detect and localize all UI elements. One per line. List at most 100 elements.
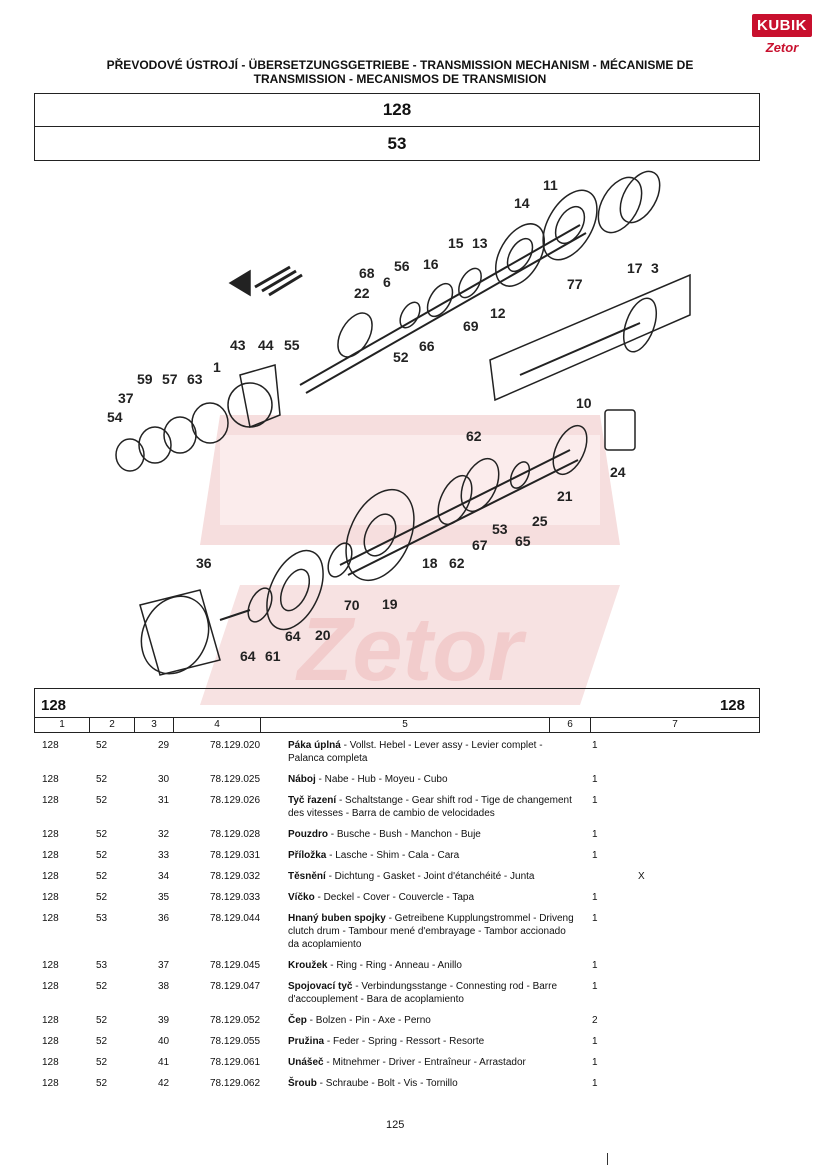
table-cell: 78.129.020 xyxy=(210,740,261,751)
page-title: PŘEVODOVÉ ÚSTROJÍ - ÜBERSETZUNGSGETRIEBE… xyxy=(60,58,740,86)
table-cell: 52 xyxy=(96,850,108,861)
note-cell xyxy=(628,1077,698,1090)
table-cell: 78.129.045 xyxy=(210,960,261,971)
note-cell xyxy=(628,980,698,1006)
callout-label: 15 xyxy=(448,235,464,251)
part-description: Těsnění - Dichtung - Gasket - Joint d'ét… xyxy=(288,870,580,883)
column-header: 6 xyxy=(550,718,591,732)
part-translations: - Getreibene Kupplungstrommel - Driveng … xyxy=(288,913,574,950)
group-header-box: 128 53 xyxy=(34,93,760,161)
part-name: Páka úplná xyxy=(288,740,341,751)
part-description: Páka úplná - Vollst. Hebel - Lever assy … xyxy=(288,739,580,765)
table-cell: 52 xyxy=(96,774,108,785)
table-group-right: 128 xyxy=(719,697,745,714)
table-cell: 78.129.026 xyxy=(210,795,261,806)
part-name: Unášeč xyxy=(288,1057,324,1068)
callout-label: 16 xyxy=(423,256,439,272)
callout-label: 11 xyxy=(543,177,558,193)
callout-label: 18 xyxy=(422,555,438,571)
quantity-cell: 1 xyxy=(592,960,598,971)
part-description: Spojovací tyč - Verbindungsstange - Conn… xyxy=(288,980,580,1006)
callout-label: 44 xyxy=(258,337,274,353)
table-cell: 78.129.052 xyxy=(210,1015,261,1026)
table-cell: 78.129.055 xyxy=(210,1036,261,1047)
table-cell: 128 xyxy=(42,913,59,924)
part-description: Šroub - Schraube - Bolt - Vis - Tornillo xyxy=(288,1077,580,1090)
table-cell: 128 xyxy=(42,850,59,861)
table-cell: 128 xyxy=(42,1078,59,1089)
table-cell: 128 xyxy=(42,960,59,971)
quantity-cell: 1 xyxy=(592,981,598,992)
table-cell: 30 xyxy=(158,774,170,785)
callout-label: 62 xyxy=(449,555,465,571)
quantity-cell: 1 xyxy=(592,829,598,840)
table-cell: 128 xyxy=(42,740,59,751)
table-cell: 128 xyxy=(42,871,59,882)
part-description: Pouzdro - Busche - Bush - Manchon - Buje xyxy=(288,828,580,841)
callout-label: 17 xyxy=(627,260,643,276)
table-header: 128 128 1 2 3 4 5 6 7 xyxy=(34,688,760,733)
table-cell: 42 xyxy=(158,1078,170,1089)
table-cell: 52 xyxy=(96,795,108,806)
callout-label: 62 xyxy=(466,428,482,444)
part-translations: - Dichtung - Gasket - Joint d'étanchéité… xyxy=(325,871,535,882)
part-translations: - Lasche - Shim - Cala - Cara xyxy=(326,850,460,861)
part-translations: - Bolzen - Pin - Axe - Perno xyxy=(306,1015,431,1026)
callout-label: 13 xyxy=(472,235,488,251)
column-header: 5 xyxy=(261,718,550,732)
part-translations: - Schraube - Bolt - Vis - Tornillo xyxy=(316,1078,458,1089)
note-cell xyxy=(628,794,698,820)
note-cell xyxy=(628,739,698,765)
table-cell: 78.129.033 xyxy=(210,892,261,903)
column-header: 4 xyxy=(174,718,261,732)
note-cell xyxy=(628,849,698,862)
table-cell: 52 xyxy=(96,740,108,751)
callout-label: 19 xyxy=(382,596,398,612)
callout-label: 54 xyxy=(107,409,123,425)
callout-label: 22 xyxy=(354,285,370,301)
part-description: Unášeč - Mitnehmer - Driver - Entraîneur… xyxy=(288,1056,580,1069)
note-cell xyxy=(628,1056,698,1069)
part-translations: - Nabe - Hub - Moyeu - Cubo xyxy=(315,774,448,785)
callout-label: 69 xyxy=(463,318,479,334)
callout-label: 63 xyxy=(187,371,203,387)
callout-label: 1 xyxy=(213,359,221,375)
table-cell: 35 xyxy=(158,892,170,903)
note-cell xyxy=(628,1035,698,1048)
part-description: Víčko - Deckel - Cover - Couvercle - Tap… xyxy=(288,891,580,904)
table-cell: 128 xyxy=(42,1057,59,1068)
table-cell: 128 xyxy=(42,981,59,992)
callout-label: 14 xyxy=(514,195,530,211)
table-cell: 38 xyxy=(158,981,170,992)
part-translations: - Feder - Spring - Ressort - Resorte xyxy=(324,1036,485,1047)
part-translations: - Deckel - Cover - Couvercle - Tapa xyxy=(314,892,474,903)
quantity-cell: 1 xyxy=(592,1078,598,1089)
note-cell xyxy=(628,891,698,904)
table-cell: 53 xyxy=(96,960,108,971)
table-cell: 52 xyxy=(96,1078,108,1089)
callout-label: 24 xyxy=(610,464,626,480)
quantity-cell: 1 xyxy=(592,774,598,785)
table-cell: 128 xyxy=(42,829,59,840)
note-cell xyxy=(628,912,698,951)
table-cell: 52 xyxy=(96,981,108,992)
part-description: Pružina - Feder - Spring - Ressort - Res… xyxy=(288,1035,580,1048)
direction-arrow-icon xyxy=(228,269,251,297)
callout-label: 6 xyxy=(383,274,391,290)
table-cell: 78.129.061 xyxy=(210,1057,261,1068)
table-cell: 78.129.062 xyxy=(210,1078,261,1089)
callout-label: 36 xyxy=(196,555,212,571)
note-cell xyxy=(628,828,698,841)
table-cell: 128 xyxy=(42,774,59,785)
title-line-2: TRANSMISSION - MECANISMOS DE TRANSMISION xyxy=(253,72,547,86)
column-header: 7 xyxy=(672,719,678,730)
